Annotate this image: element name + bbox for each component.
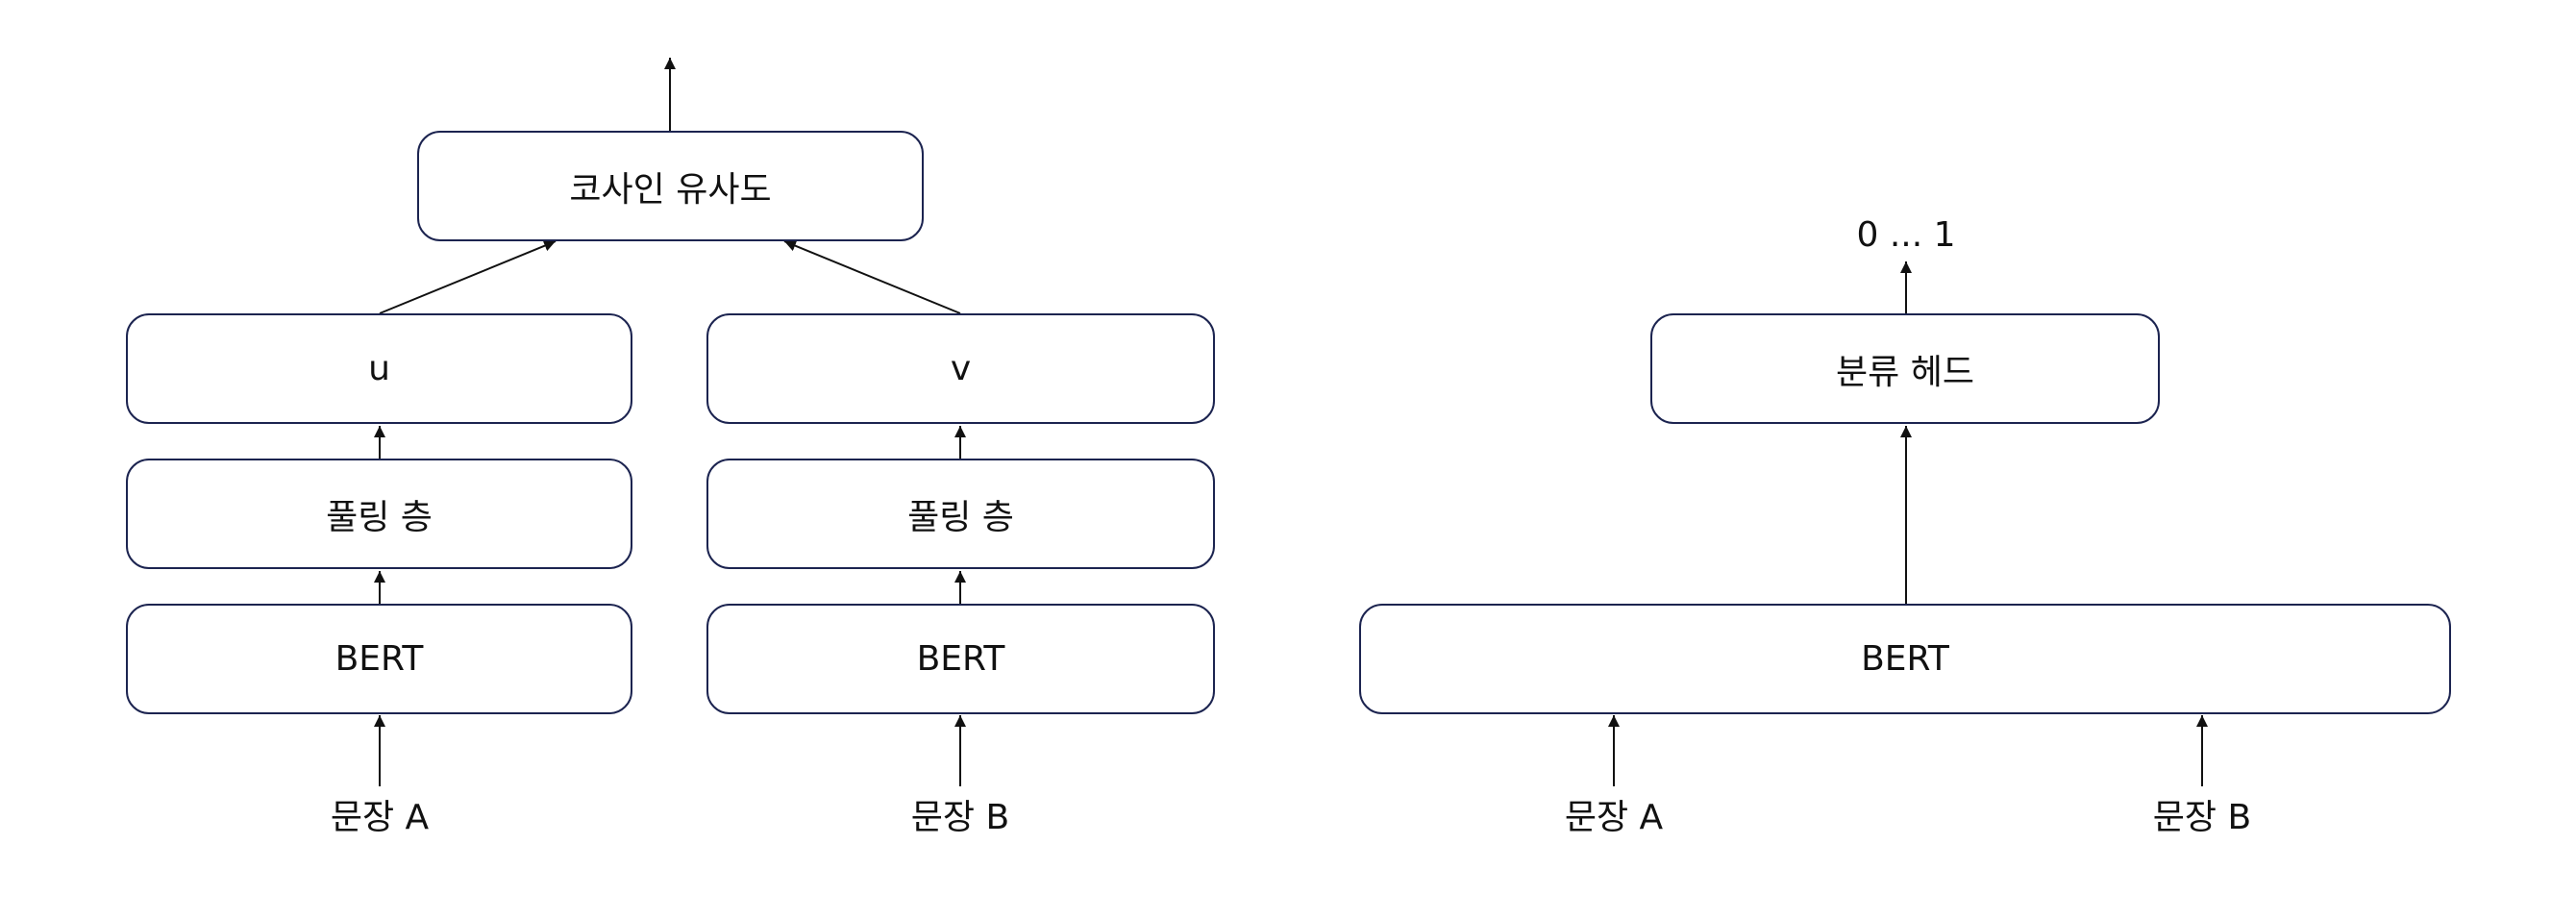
bert-a-label: BERT: [334, 639, 424, 679]
cosine-similarity-label: 코사인 유사도: [569, 169, 772, 210]
embedding-v-box: v: [706, 313, 1215, 424]
sentence-b-right-label: 문장 B: [2152, 798, 2252, 837]
embedding-u-box: u: [126, 313, 632, 424]
pooling-layer-a-label: 풀링 층: [326, 497, 433, 537]
sentence-a-label: 문장 A: [330, 798, 430, 837]
classification-head-box: 분류 헤드: [1650, 313, 2160, 424]
sentence-a-right-label: 문장 A: [1564, 798, 1664, 837]
cosine-similarity-box: 코사인 유사도: [417, 131, 924, 241]
output-range-label: 0 ... 1: [1856, 215, 1956, 255]
pooling-layer-b-box: 풀링 층: [706, 459, 1215, 569]
bert-b-box: BERT: [706, 604, 1215, 714]
bert-a-box: BERT: [126, 604, 632, 714]
embedding-v-label: v: [950, 349, 972, 388]
sentence-b-label: 문장 B: [910, 798, 1010, 837]
arrow-u-to-cosine: [379, 239, 557, 314]
bert-cross-box: BERT: [1359, 604, 2451, 714]
bert-cross-label: BERT: [1861, 639, 1949, 679]
classification-head-label: 분류 헤드: [1836, 352, 1974, 392]
pooling-layer-b-label: 풀링 층: [907, 497, 1014, 537]
embedding-u-label: u: [368, 349, 390, 388]
bert-b-label: BERT: [916, 639, 1005, 679]
pooling-layer-a-box: 풀링 층: [126, 459, 632, 569]
arrow-v-to-cosine: [783, 239, 961, 314]
